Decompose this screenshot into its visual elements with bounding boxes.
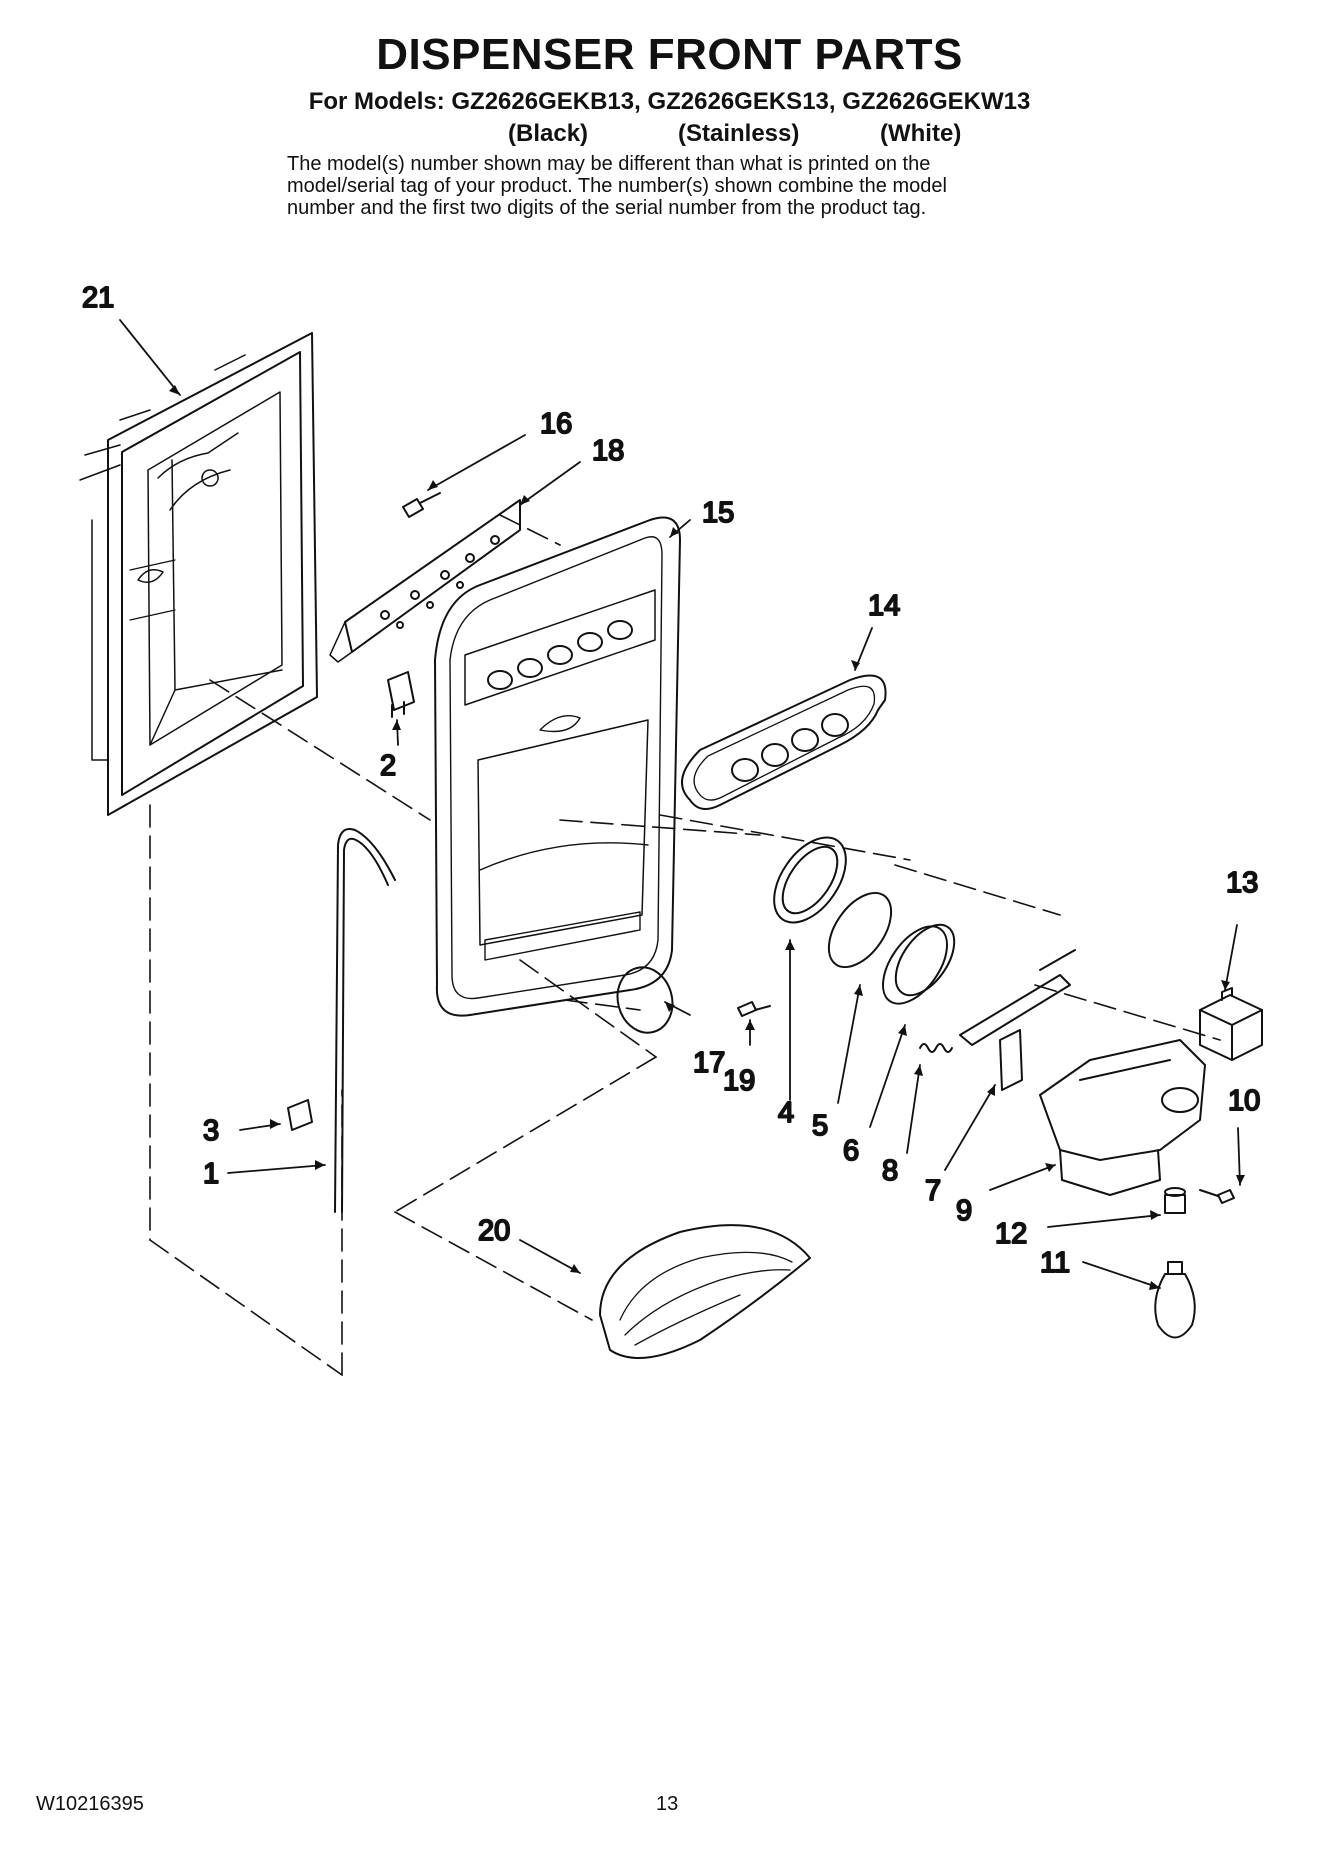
part-2-switch	[387, 671, 415, 718]
callout-labels: 21 16 18 15 2 14 13 10 3 1 17 19 4 5 6 8…	[81, 281, 1261, 1280]
page-number: 13	[656, 1793, 679, 1815]
variant-stainless: (Stainless)	[678, 120, 800, 147]
callout-19: 19	[723, 1065, 755, 1097]
arrowheads	[169, 385, 1245, 1290]
part-18-control-board	[329, 499, 521, 663]
part-11-bulb	[1154, 1261, 1196, 1339]
note-line: model/serial tag of your product. The nu…	[287, 175, 947, 197]
part-3-clip	[287, 1099, 313, 1131]
callout-15: 15	[702, 497, 734, 529]
callout-18: 18	[592, 435, 624, 467]
callout-13: 13	[1226, 867, 1258, 899]
note-line: number and the first two digits of the s…	[287, 197, 927, 219]
part-1-tube	[334, 828, 396, 1213]
part-15-dispenser-front	[434, 516, 681, 1017]
part-8-spring	[919, 1043, 953, 1053]
model-note: The model(s) number shown may be differe…	[287, 153, 1087, 219]
page-title: DISPENSER FRONT PARTS	[376, 30, 963, 79]
callout-3: 3	[203, 1115, 219, 1147]
callout-7: 7	[925, 1175, 941, 1207]
callout-20: 20	[478, 1215, 510, 1247]
leader-lines	[119, 319, 1241, 1289]
callout-8: 8	[882, 1155, 898, 1187]
callout-11: 11	[1040, 1247, 1070, 1279]
part-13-solenoid	[1199, 987, 1263, 1061]
callout-2: 2	[380, 750, 396, 782]
callout-5: 5	[812, 1110, 828, 1142]
part-17-cap	[616, 966, 674, 1034]
part-16-screw	[402, 492, 441, 518]
variant-black: (Black)	[508, 120, 589, 147]
callout-4: 4	[778, 1097, 794, 1129]
variant-white: (White)	[880, 120, 962, 147]
document-number: W10216395	[36, 1793, 144, 1815]
part-14-overlay	[681, 674, 887, 810]
part-7-lever	[959, 949, 1076, 1091]
part-5-lens	[827, 891, 893, 969]
part-19-screw	[737, 1001, 771, 1017]
part-12-socket	[1164, 1187, 1186, 1214]
callout-6: 6	[843, 1135, 859, 1167]
callout-16: 16	[540, 408, 572, 440]
part-20-drip-tray	[599, 1224, 811, 1359]
callout-17: 17	[693, 1047, 725, 1079]
callout-9: 9	[956, 1195, 972, 1227]
part-10-screw	[1199, 1189, 1235, 1204]
part-6-light-housing	[882, 923, 956, 1005]
callout-21: 21	[82, 282, 114, 314]
callout-1: 1	[203, 1158, 219, 1190]
part-21-housing	[79, 332, 318, 816]
callout-14: 14	[868, 590, 900, 622]
part-4-ring	[773, 836, 847, 924]
assembly-lines	[149, 514, 1221, 1376]
model-list: For Models: GZ2626GEKB13, GZ2626GEKS13, …	[308, 88, 1031, 115]
callout-10: 10	[1228, 1085, 1260, 1117]
part-9-mechanism	[1039, 1039, 1206, 1196]
callout-12: 12	[995, 1218, 1027, 1250]
note-line: The model(s) number shown may be differe…	[287, 153, 931, 175]
